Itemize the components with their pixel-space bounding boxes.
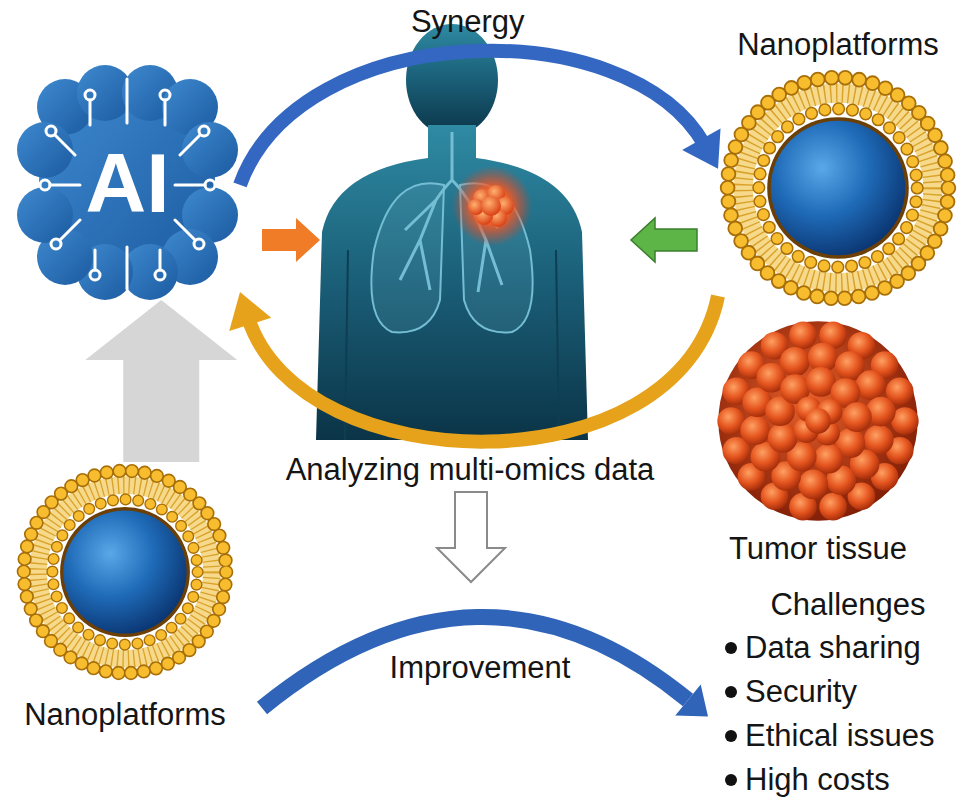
nanoplatform: Nanoplatforms (718, 68, 958, 308)
challenge-item: Security (745, 674, 857, 710)
liposome-shape (718, 68, 958, 308)
lungs (371, 183, 532, 332)
lung-tumor (452, 166, 532, 246)
challenge-item: Ethical issues (745, 718, 935, 754)
arrow-shaft (248, 296, 718, 442)
node-label: Nanoplatforms (737, 27, 939, 63)
bullets (725, 642, 737, 786)
challenge-item: High costs (745, 762, 890, 798)
bronchi (400, 132, 502, 292)
ai-text: AI (86, 141, 170, 225)
liposome-shape (15, 462, 235, 682)
arrow-body (85, 300, 237, 462)
down-arrow (437, 492, 505, 582)
caption-text: Challenges (770, 587, 925, 623)
node-label: Tumor tissue (729, 531, 907, 567)
synergy-arrow (240, 51, 721, 185)
arrow-head (229, 292, 271, 331)
block-arrow (85, 300, 237, 462)
orange-arrow (262, 218, 320, 262)
human-body (316, 24, 588, 440)
node-label: Nanoplatforms (24, 697, 226, 733)
arrow-head (682, 128, 720, 168)
ai-brain: AI (15, 65, 240, 300)
challenge-item: Data sharing (745, 630, 921, 666)
caption-text: Improvement (390, 650, 571, 686)
tumor-sphere (712, 315, 924, 527)
feedback-arrow (229, 292, 718, 442)
green-arrow (631, 218, 697, 262)
nanoplatform: Nanoplatforms (15, 462, 235, 682)
improvement-arrow (262, 617, 708, 717)
edge-label: Synergy (411, 4, 525, 40)
arrow-shaft (240, 51, 705, 185)
caption-text: Analyzing multi-omics data (286, 452, 655, 488)
tumor-tissue: Tumor tissue (712, 315, 924, 527)
